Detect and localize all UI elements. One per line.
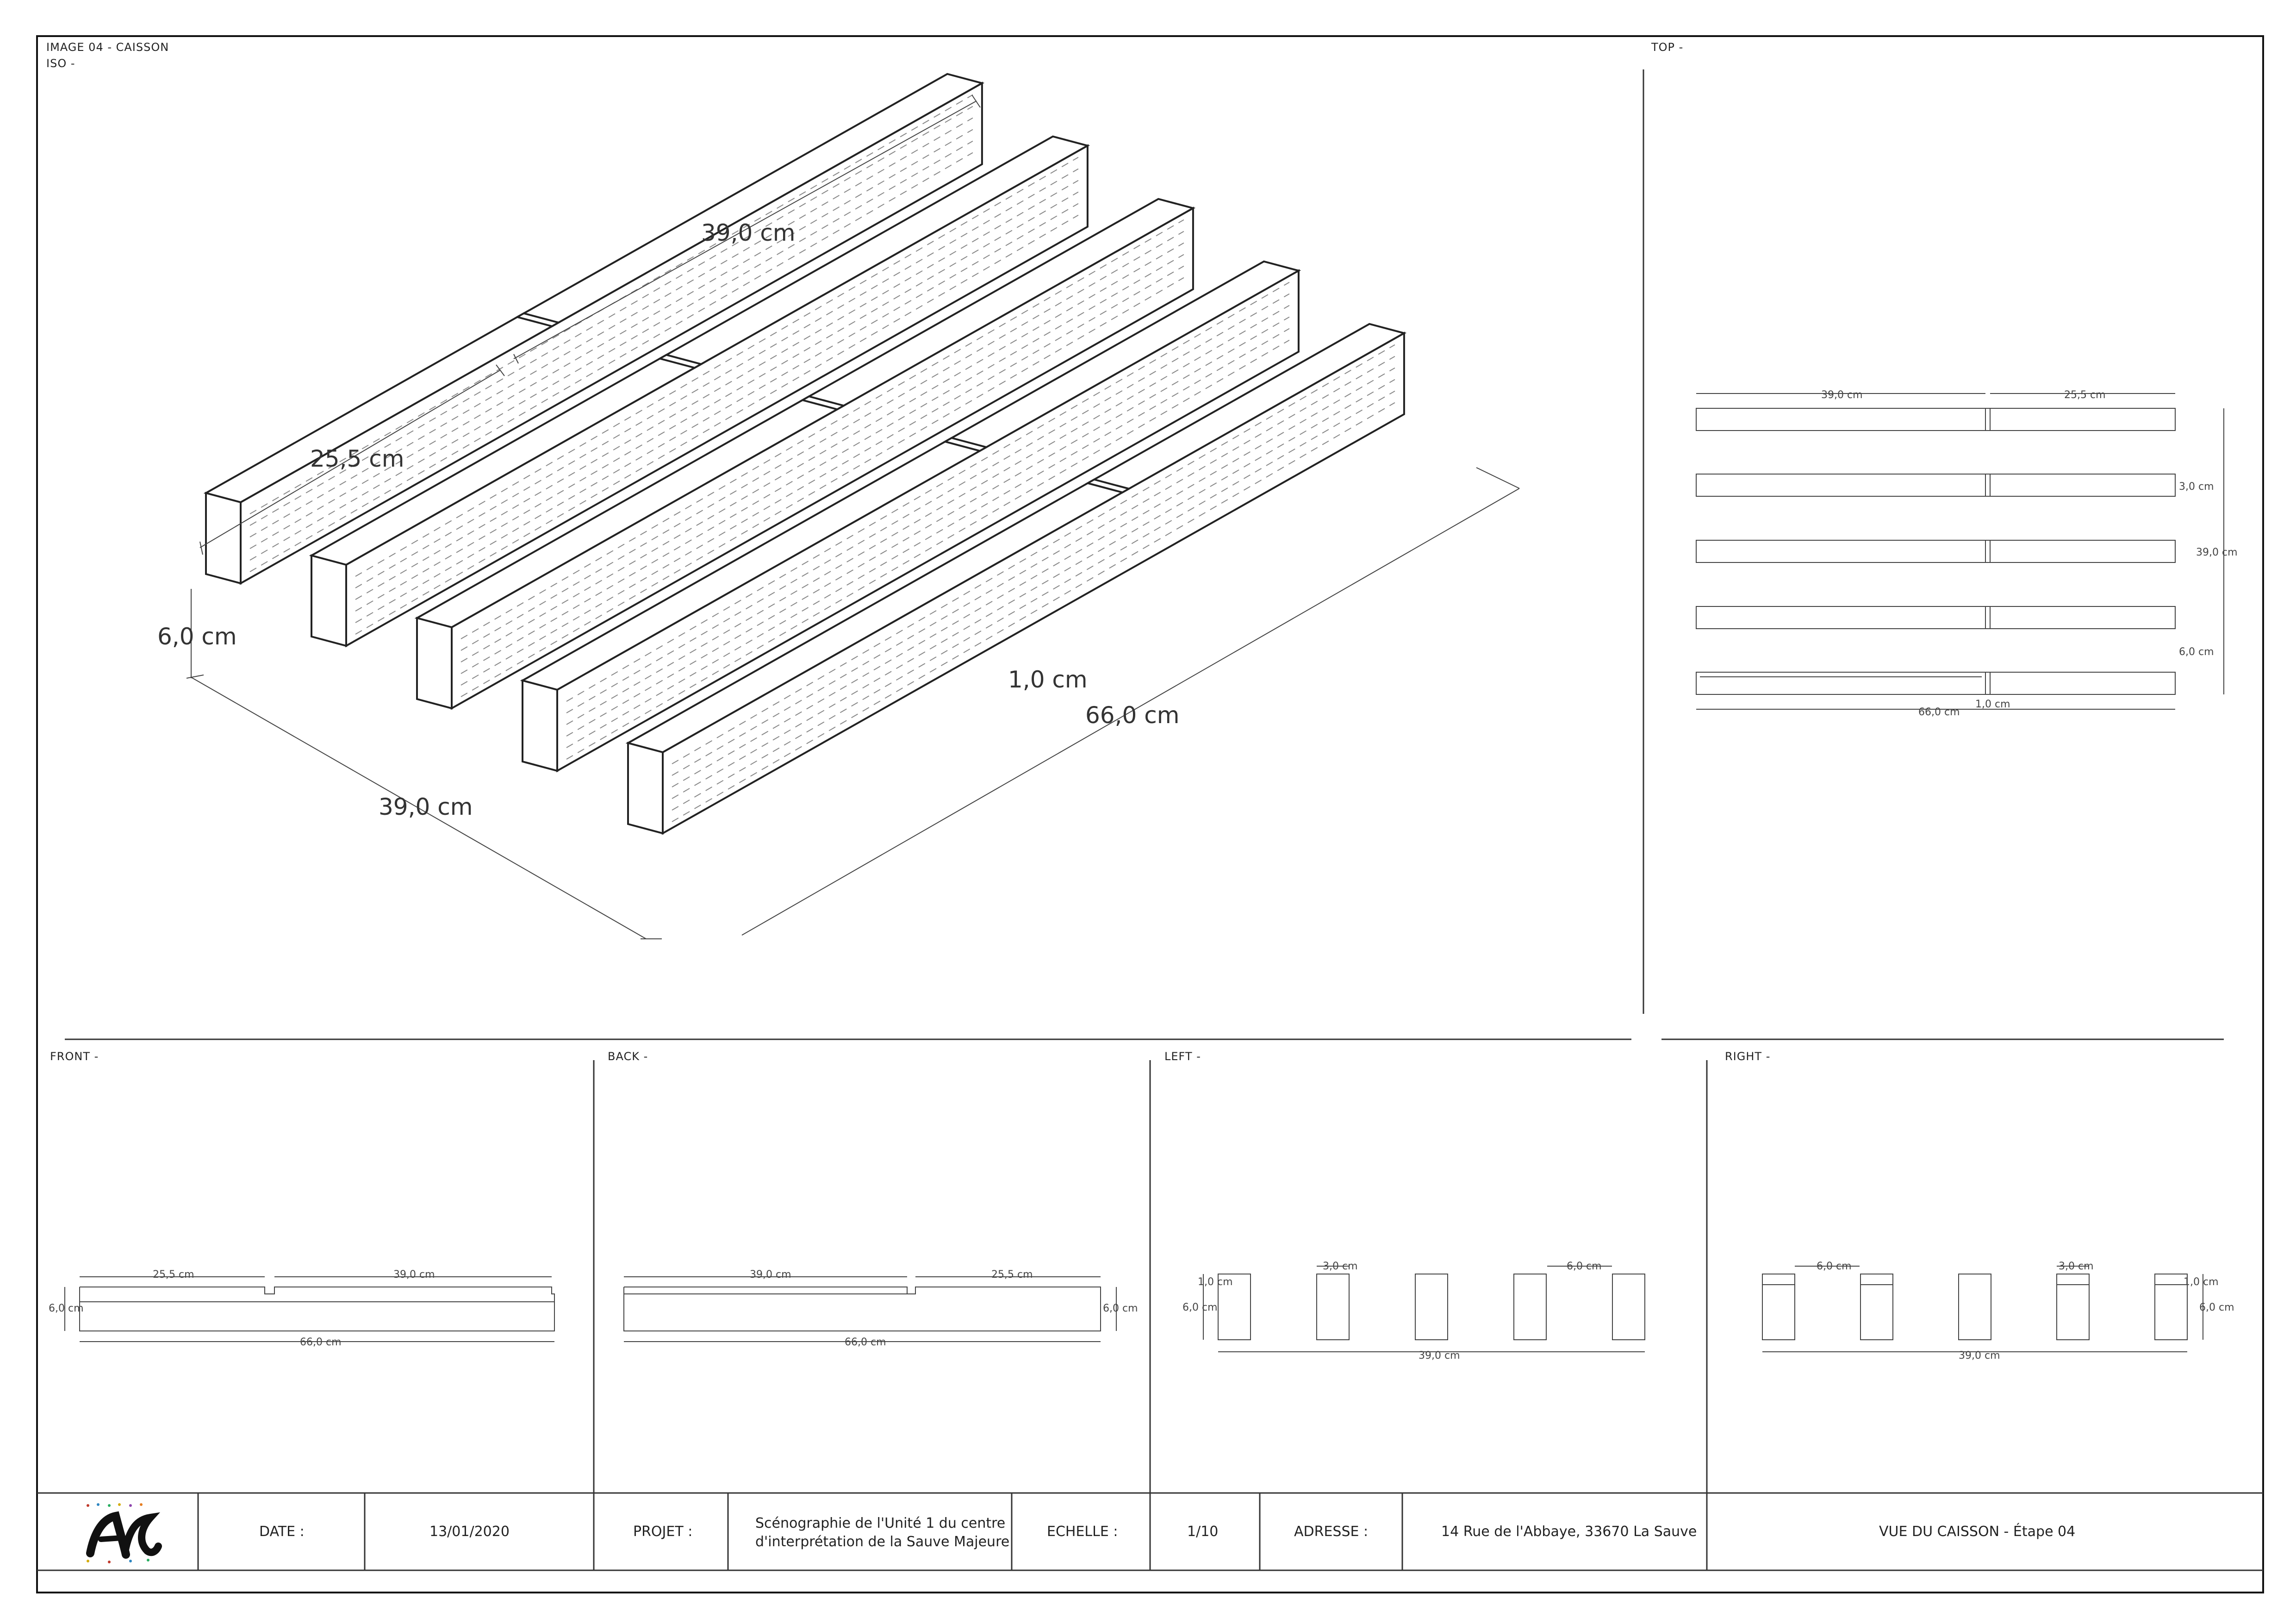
beam-notch — [657, 354, 704, 369]
scale-label: ECHELLE : — [1047, 1524, 1118, 1540]
wood-grain-line — [249, 106, 973, 526]
front-dim-seg2: 39,0 cm — [393, 1269, 435, 1280]
front-dim-height: 6,0 cm — [49, 1303, 84, 1314]
back-dim-seg1: 39,0 cm — [750, 1269, 791, 1280]
right-dim-notch: 1,0 cm — [2184, 1276, 2219, 1288]
front-view-drawing — [64, 1276, 555, 1342]
wood-grain-line — [355, 168, 1079, 588]
left-dim-bar: 3,0 cm — [1323, 1261, 1358, 1272]
back-dim-height: 6,0 cm — [1103, 1303, 1138, 1314]
wood-grain-line — [460, 265, 1184, 686]
iso-dim-height: 6,0 cm — [157, 623, 237, 650]
right-dim-width: 6,0 cm — [1817, 1261, 1852, 1272]
wood-grain-line — [249, 117, 973, 537]
wood-grain-line — [672, 402, 1395, 822]
wood-grain-line — [566, 339, 1290, 760]
project-line-2: d'interprétation de la Sauve Majeure — [755, 1534, 1009, 1550]
front-dim-total: 66,0 cm — [300, 1337, 342, 1348]
project-line-1: Scénographie de l'Unité 1 du centre — [755, 1515, 1005, 1531]
back-view-label: BACK - — [608, 1050, 648, 1063]
beam-notch — [942, 437, 989, 452]
wood-grain-line — [249, 140, 973, 561]
sheet-frame — [36, 35, 2264, 1593]
project-label: PROJET : — [633, 1524, 692, 1540]
wood-grain-line — [566, 305, 1290, 725]
front-view-label: FRONT - — [50, 1050, 99, 1063]
right-view-drawing — [1762, 1266, 2203, 1352]
wood-grain-line — [249, 129, 973, 549]
beam-end-face — [522, 679, 558, 772]
wood-grain-line — [566, 316, 1290, 737]
date-label: DATE : — [259, 1524, 305, 1540]
left-dim-total: 39,0 cm — [1419, 1350, 1460, 1362]
top-dim-notch: 1,0 cm — [1975, 699, 2010, 710]
right-dim-total: 39,0 cm — [1959, 1350, 2000, 1362]
beam-end-face — [311, 554, 347, 647]
title-block-grid — [37, 1492, 2263, 1571]
front-dim-seg1: 25,5 cm — [153, 1269, 194, 1280]
left-dim-width: 6,0 cm — [1567, 1261, 1602, 1272]
iso-dim-notch: 1,0 cm — [1008, 666, 1088, 693]
wood-grain-line — [460, 242, 1184, 662]
wood-grain-line — [355, 156, 1079, 577]
wood-grain-line — [672, 367, 1395, 787]
wood-grain-line — [355, 203, 1079, 623]
isometric-caisson — [203, 73, 1407, 835]
iso-dim-left-length: 25,5 cm — [310, 445, 404, 472]
date-value: 13/01/2020 — [429, 1524, 510, 1540]
right-dim-bar: 3,0 cm — [2059, 1261, 2094, 1272]
beam-notch — [1085, 478, 1132, 493]
left-dim-height: 6,0 cm — [1182, 1302, 1218, 1313]
top-view-bars — [1696, 393, 2224, 710]
left-view-label: LEFT - — [1164, 1050, 1201, 1063]
right-dim-height: 6,0 cm — [2199, 1302, 2234, 1313]
left-dim-notch: 1,0 cm — [1198, 1276, 1233, 1288]
beam-notch — [800, 395, 846, 411]
beam-end-face — [416, 617, 453, 710]
iso-dim-top-length: 39,0 cm — [701, 219, 795, 246]
top-dim-seg2: 25,5 cm — [2064, 389, 2106, 401]
wood-grain-line — [460, 277, 1184, 697]
top-dim-seg1: 39,0 cm — [1821, 389, 1863, 401]
beam-end-face — [627, 742, 664, 835]
wood-grain-line — [355, 191, 1079, 612]
wood-grain-line — [355, 180, 1079, 600]
back-dim-seg2: 25,5 cm — [991, 1269, 1033, 1280]
wood-grain-line — [566, 328, 1290, 748]
top-view-label: TOP - — [1651, 41, 1683, 54]
wood-grain-line — [672, 356, 1395, 776]
wood-grain-line — [460, 254, 1184, 674]
left-view-drawing — [1203, 1266, 1645, 1352]
studio-logo — [86, 1503, 162, 1563]
wood-grain-line — [355, 214, 1079, 635]
address-label: ADRESSE : — [1294, 1524, 1368, 1540]
address-value: 14 Rue de l'Abbaye, 33670 La Sauve — [1441, 1524, 1697, 1540]
wood-grain-line — [249, 152, 973, 572]
wood-grain-line — [672, 344, 1395, 764]
beam-end-face — [205, 492, 242, 585]
back-dim-total: 66,0 cm — [845, 1337, 886, 1348]
image-title: IMAGE 04 - CAISSON — [46, 41, 169, 54]
wood-grain-line — [566, 281, 1290, 702]
scale-value: 1/10 — [1187, 1524, 1218, 1540]
iso-dim-width: 39,0 cm — [379, 793, 473, 820]
iso-dim-total-length: 66,0 cm — [1085, 702, 1179, 729]
wood-grain-line — [566, 293, 1290, 713]
wood-grain-line — [672, 390, 1395, 811]
back-view-drawing — [623, 1276, 1117, 1342]
top-dim-overall-width: 39,0 cm — [2196, 547, 2238, 558]
iso-label: ISO - — [46, 57, 75, 70]
wood-grain-line — [460, 231, 1184, 651]
beam-notch — [515, 312, 561, 327]
wood-grain-line — [672, 379, 1395, 799]
wood-grain-line — [460, 219, 1184, 639]
top-dim-bar-width: 3,0 cm — [2179, 481, 2214, 493]
view-title: VUE DU CAISSON - Étape 04 — [1879, 1523, 2075, 1540]
top-dim-height: 6,0 cm — [2179, 646, 2214, 658]
right-view-label: RIGHT - — [1725, 1050, 1770, 1063]
top-dim-total: 66,0 cm — [1918, 706, 1960, 718]
iso-dimension-lines — [186, 94, 1520, 939]
